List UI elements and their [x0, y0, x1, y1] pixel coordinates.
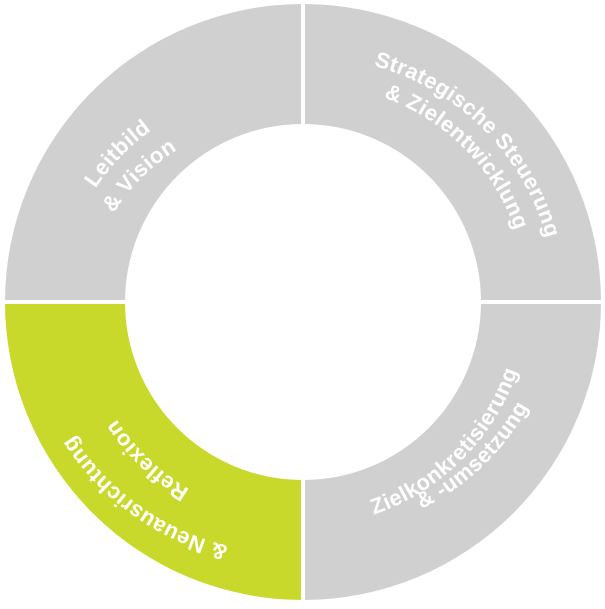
- segment-reflexion-neuausrichtung: [5, 302, 303, 600]
- segment-strategische-steuerung: [303, 4, 601, 302]
- segment-zielkonkretisierung: [303, 302, 601, 600]
- segment-leitbild-vision: [5, 4, 303, 302]
